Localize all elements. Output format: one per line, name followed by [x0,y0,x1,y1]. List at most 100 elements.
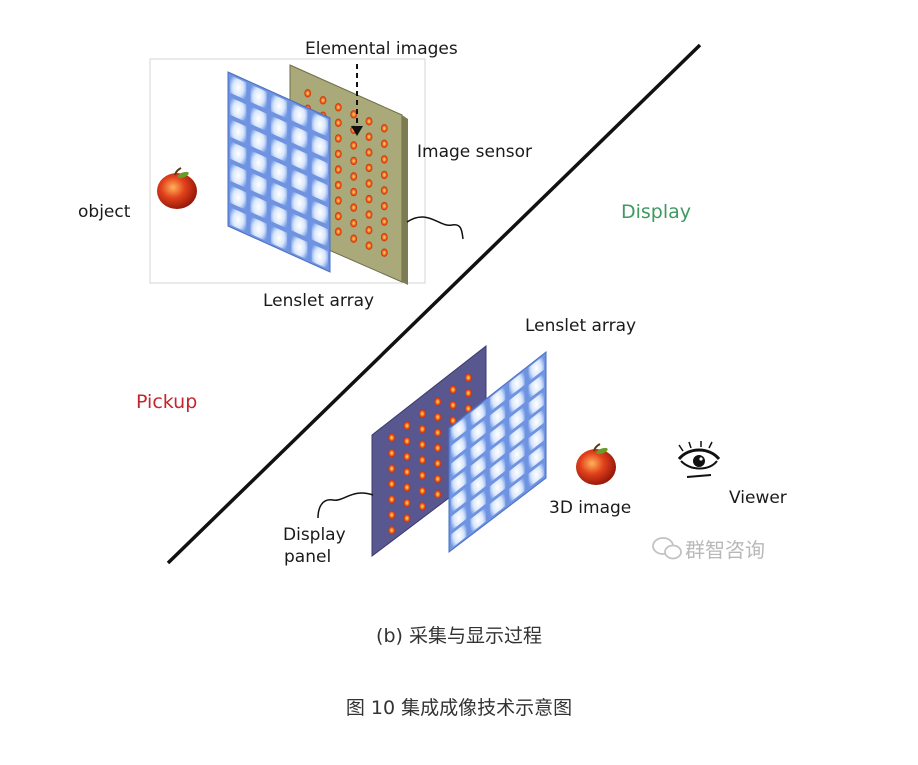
elemental-image [418,486,426,496]
lenslet-cell [450,416,467,443]
lenslet-cell [291,146,308,172]
lenslet-cell [250,194,267,220]
lenslet-cell [311,243,328,269]
lenslet-cell [291,168,308,194]
lenslet-cell [291,234,308,260]
lenslet-cell [450,504,467,531]
elemental-image [334,196,342,205]
pickup-display-divider [166,43,702,565]
label-3d-image: 3D image [549,498,631,518]
lenslet-cell [509,423,525,450]
elemental-image [388,448,396,458]
lenslet-cell [311,133,328,159]
pickup-lenslet-array [227,71,331,273]
label-viewer: Viewer [729,488,787,508]
elemental-image [350,141,358,150]
label-object: object [78,202,131,222]
lenslet-cell [270,93,288,119]
lenslet-cell [470,436,486,463]
elemental-image [380,186,388,195]
label-lenslet-array-pickup: Lenslet array [263,291,374,311]
lenslet-cell [250,172,267,198]
lenslet-cell [230,97,247,123]
lenslet-cell [509,459,525,486]
elemental-image [334,212,342,221]
display-lenslet-array [448,350,547,554]
elemental-image [350,234,358,243]
lenslet-cell [489,474,506,501]
elemental-image [418,471,426,480]
lenslet-cell [470,400,486,428]
lenslet-cell [270,225,288,251]
sensor-cable [406,216,464,240]
elemental-image [350,110,358,119]
elemental-image [418,455,426,465]
elemental-image [449,400,457,410]
lenslet-cell [230,163,247,189]
elemental-image [403,498,411,508]
lenslet-cell [311,177,328,203]
elemental-image [434,443,442,453]
watermark-text: 群智咨询 [685,538,765,562]
elemental-image [380,170,388,180]
elemental-image [418,409,426,418]
label-pickup: Pickup [136,391,197,413]
elemental-image [365,132,373,141]
lenslet-cell [470,507,486,534]
lenslet-cell [509,370,525,397]
elemental-image [403,452,411,461]
elemental-image [350,203,358,212]
lenslet-cell [230,119,247,145]
elemental-image [434,397,442,406]
lenslet-cell [270,181,288,207]
lenslet-cell [489,456,506,483]
elemental-image [418,502,426,511]
lenslet-cell [250,216,267,242]
elemental-image [434,490,442,499]
lenslet-cell [230,207,247,233]
lenslet-cell [509,405,525,433]
elemental-image [434,428,442,437]
elemental-image [434,459,442,468]
lenslet-cell [450,522,467,549]
lenslet-cell [450,433,467,461]
elemental-image [388,479,396,489]
lenslet-cell [528,390,545,418]
label-image-sensor: Image sensor [417,142,532,162]
elemental-image [434,474,442,484]
elemental-image [380,139,388,148]
elemental-image [334,103,342,112]
lenslet-cell [450,486,467,514]
elemental-image [449,385,457,394]
subfigure-caption: (b) 采集与显示过程 [376,625,542,647]
lenslet-cell [311,221,328,247]
elemental-image [388,464,396,473]
lenslet-cell [230,185,247,211]
lenslet-cell [470,489,486,516]
elemental-image [365,226,373,235]
elemental-image [365,148,373,157]
apple-icon [157,167,197,209]
elemental-image [365,179,373,188]
lenslet-cell [311,199,328,225]
elemental-image [334,165,342,174]
elemental-image [350,187,358,197]
lenslet-cell [528,355,545,382]
lenslet-cell [470,471,486,499]
elemental-image [388,495,396,504]
lenslet-cell [250,150,267,176]
lenslet-cell [528,408,545,435]
lenslet-cell [270,137,288,163]
elemental-image [388,433,396,442]
lenslet-cell [250,84,267,110]
elemental-image [380,248,388,257]
elemental-image [334,134,342,143]
elemental-image [403,467,411,477]
label-elemental-images: Elemental images [305,39,458,59]
eye-icon [677,441,721,478]
elemental-image [464,388,472,398]
elemental-image [365,117,373,126]
elemental-image [365,194,373,204]
lenslet-cell [270,203,288,229]
lenslet-cell [450,451,467,478]
